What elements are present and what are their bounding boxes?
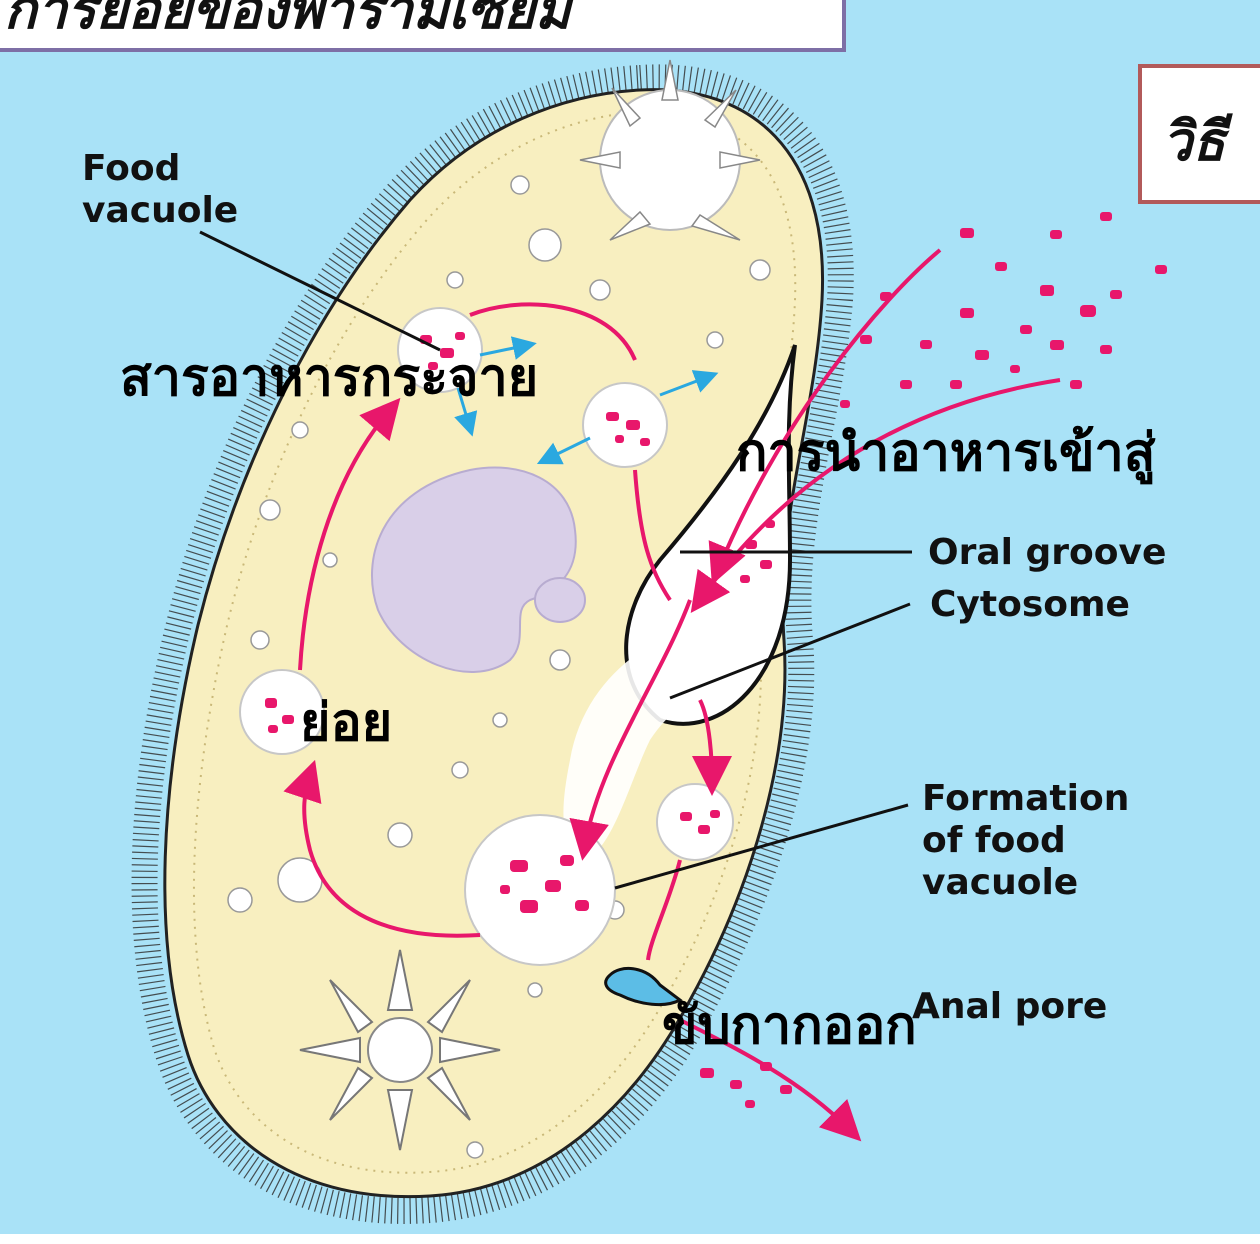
title-text: การย่อยของพารามีเซียม [4, 0, 571, 52]
label-intake: การนำอาหารเข้าสู่ [736, 425, 1155, 481]
contractile-vacuole-bottom [300, 950, 500, 1150]
label-food-vacuole: Food vacuole [82, 148, 238, 232]
micronucleus [535, 578, 585, 622]
label-formation-food-vacuole: Formation of food vacuole [922, 778, 1129, 904]
label-excrete: ขับกากออก [662, 998, 917, 1054]
label-oral-groove: Oral groove [928, 532, 1166, 574]
method-text: วิธี [1162, 98, 1225, 184]
method-box: วิธี [1138, 64, 1260, 204]
label-anal-pore: Anal pore [912, 986, 1107, 1028]
title-box: การย่อยของพารามีเซียม [0, 0, 846, 52]
label-digest: ย่อย [300, 695, 392, 751]
bottom-border [0, 1234, 1260, 1244]
label-diffuse: สารอาหารกระจาย [120, 350, 538, 406]
label-cytosome: Cytosome [930, 584, 1130, 626]
